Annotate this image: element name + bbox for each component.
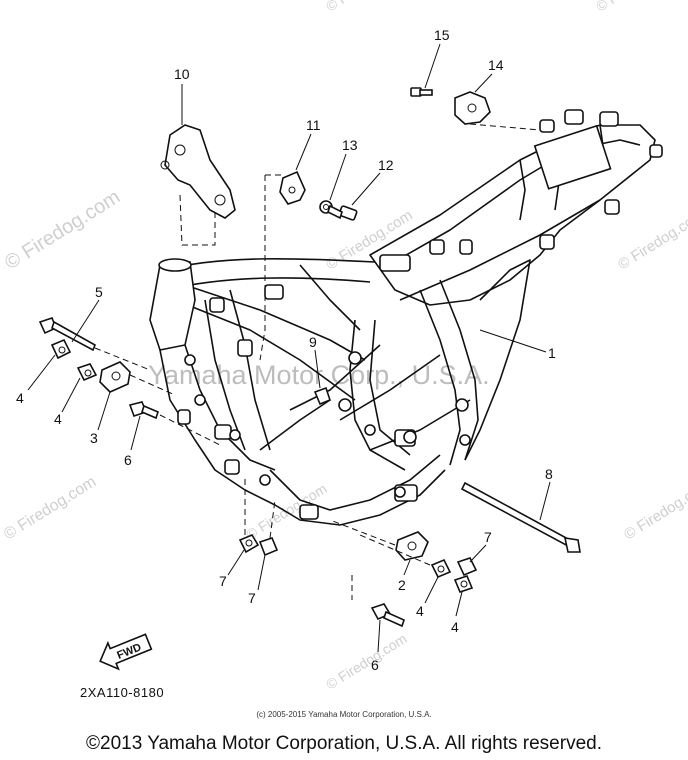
callout-7-right: 7: [484, 529, 492, 545]
leader-lines: [27, 43, 551, 653]
callout-3: 3: [90, 430, 98, 446]
callout-4-right-a: 4: [416, 603, 424, 619]
watermark-yamaha: Yamaha Motor Corp., U.S.A.: [148, 360, 490, 390]
callout-6-right: 6: [371, 657, 379, 673]
copyright-notice: ©2013 Yamaha Motor Corporation, U.S.A. A…: [86, 733, 602, 754]
lower-center-hardware: [238, 478, 279, 557]
watermark-top-center: © Firedog.com: [323, 0, 410, 15]
callout-labels: 10 11 13 12 14 15 5 4 4 3 6 9 1 8 7 7 2 …: [16, 27, 556, 673]
part-11-plate: [259, 170, 306, 361]
callout-4-right-b: 4: [451, 619, 459, 635]
main-frame: [149, 109, 663, 526]
right-hardware: [313, 386, 581, 628]
part-14-bracket: [454, 91, 541, 131]
watermark-lower-right: © Firedog.com: [621, 477, 688, 544]
callout-7-center-b: 7: [248, 590, 256, 606]
callout-2: 2: [398, 577, 406, 593]
callout-9: 9: [309, 334, 317, 350]
callout-14: 14: [488, 57, 504, 73]
left-hardware: [38, 317, 221, 446]
watermark-right: © Firedog.com: [615, 207, 688, 274]
watermarks: © Firedog.com © Firedog.com © Firedog.co…: [1, 0, 688, 693]
part-15-bolt: [410, 87, 433, 97]
watermark-mid-left: © Firedog.com: [1, 473, 99, 543]
callout-1: 1: [548, 345, 556, 361]
watermark-top-left: © Firedog.com: [1, 186, 124, 274]
callout-15: 15: [434, 27, 450, 43]
part-12-bolt: [327, 204, 358, 221]
callout-6-left: 6: [124, 452, 132, 468]
part-10-bracket: [160, 124, 236, 246]
callout-8: 8: [545, 466, 553, 482]
callout-4-left-a: 4: [16, 390, 24, 406]
fwd-arrow: FWD: [99, 633, 153, 671]
callout-5: 5: [95, 284, 103, 300]
watermark-top-right: © Firedog.com: [593, 0, 680, 15]
callout-7-center-a: 7: [219, 573, 227, 589]
watermark-lower-center: © Firedog.com: [323, 630, 410, 692]
small-copyright: (c) 2005-2015 Yamaha Motor Corporation, …: [256, 710, 432, 719]
callout-10: 10: [174, 66, 190, 82]
part-code: 2XA110-8180: [80, 685, 165, 700]
callout-11: 11: [306, 117, 321, 133]
callout-13: 13: [342, 137, 358, 153]
callout-4-left-b: 4: [54, 411, 62, 427]
callout-12: 12: [378, 157, 394, 173]
